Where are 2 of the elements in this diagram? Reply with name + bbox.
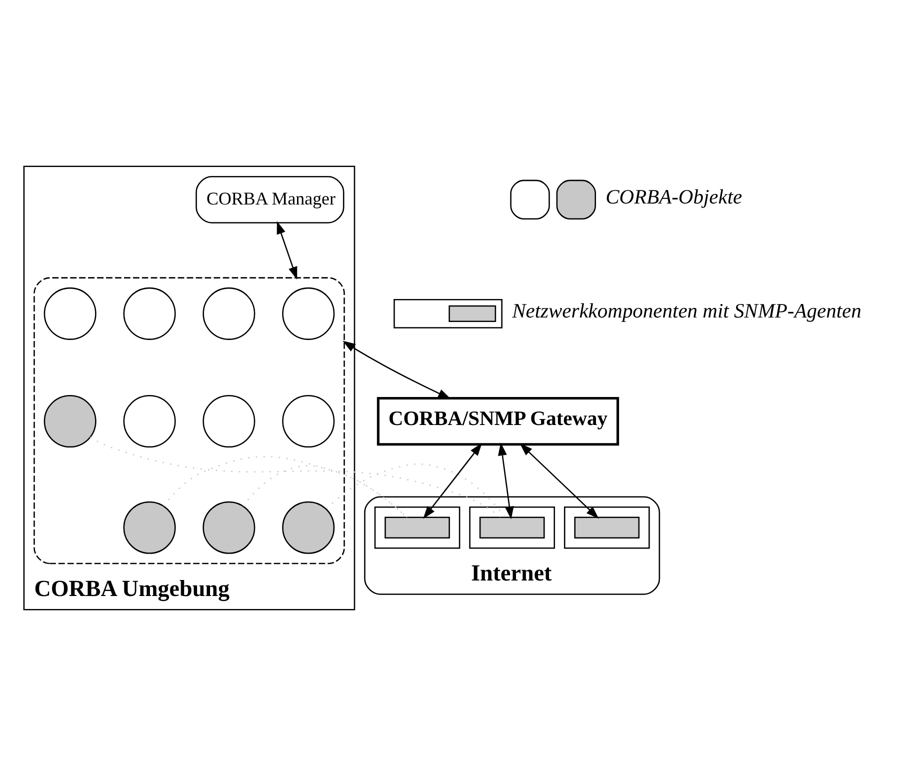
- legend-label: CORBA-Objekte: [606, 186, 742, 208]
- legend-label: Netzwerkkomponenten mit SNMP-Agenten: [512, 300, 862, 322]
